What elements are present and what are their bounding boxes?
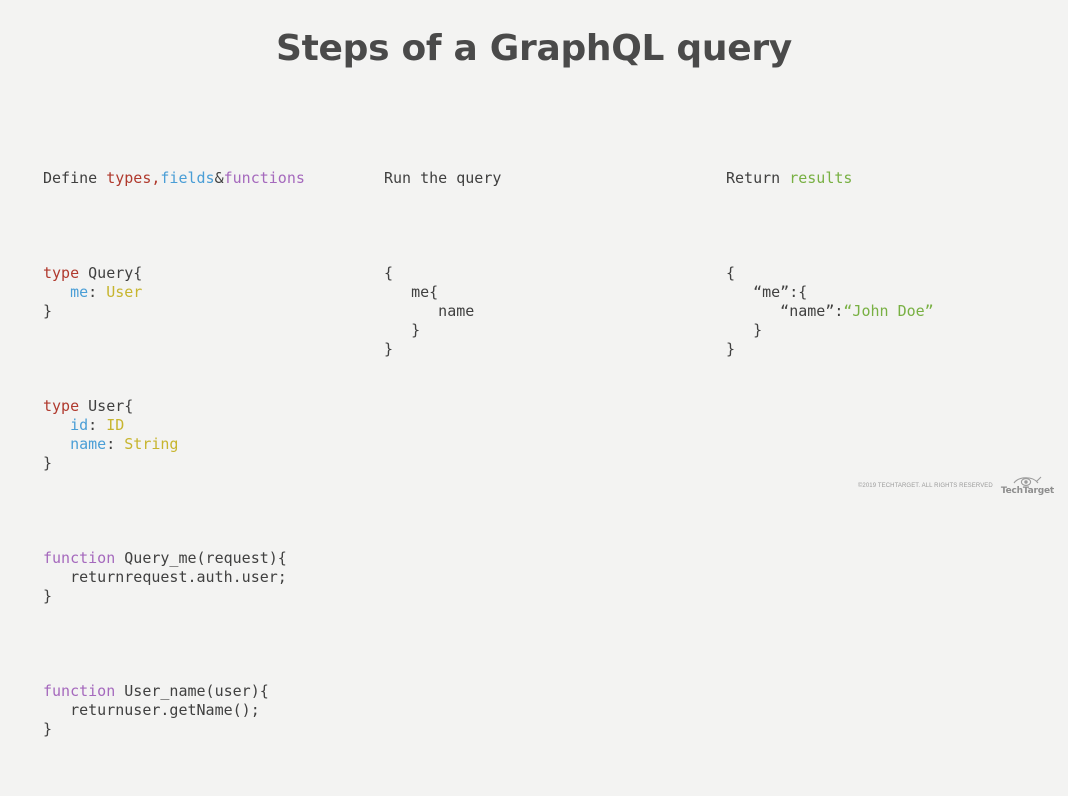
column-return-heading: Return results	[726, 169, 1056, 188]
code-line: }	[384, 340, 714, 359]
token-field-name: name	[70, 435, 107, 453]
token-close-brace: }	[43, 302, 53, 320]
token-type-string: String	[124, 435, 179, 453]
code-line: function User_name(user){	[43, 682, 373, 701]
code-line: type User{	[43, 397, 373, 416]
token-keyword-function: function	[43, 682, 116, 700]
page-title: Steps of a GraphQL query	[276, 28, 792, 69]
token-selection-me: me{	[384, 283, 439, 301]
footer: ©2019 TECHTARGET. ALL RIGHTS RESERVED Te…	[858, 475, 1054, 496]
brand-wordmark: TechTarget	[1000, 486, 1054, 496]
code-line: }	[43, 587, 373, 606]
techtarget-logo: TechTarget	[1001, 475, 1054, 496]
heading-comma: ,	[151, 169, 161, 187]
slide-canvas: Steps of a GraphQL query Define types,fi…	[43, 28, 1056, 738]
token-fn-body: returnuser.getName();	[43, 701, 260, 719]
token-close-brace-inner: }	[726, 321, 763, 339]
heading-results-word: results	[789, 169, 853, 187]
column-run-query: Run the query { me{ name }}	[384, 112, 714, 416]
code-line: }	[43, 454, 373, 473]
column-define-heading: Define types,fields&functions	[43, 169, 373, 188]
code-block-type-query: type Query{ me: User}	[43, 264, 373, 321]
code-line: id: ID	[43, 416, 373, 435]
token-close-brace: }	[43, 454, 53, 472]
column-return-results: Return results { “me”:{ “name”:“John Doe…	[726, 112, 1056, 416]
column-run-heading: Run the query	[384, 169, 714, 188]
token-close-brace-outer: }	[384, 340, 394, 358]
token-indent	[43, 283, 70, 301]
token-fn-body: returnrequest.auth.user;	[43, 568, 287, 586]
token-close-brace: }	[43, 587, 53, 605]
code-line: }	[726, 321, 1056, 340]
code-block-function-query-me: function Query_me(request){ returnreques…	[43, 549, 373, 606]
token-field-id: id	[70, 416, 89, 434]
heading-ampersand: &	[214, 169, 224, 187]
token-user-decl: User{	[79, 397, 134, 415]
token-close-brace: }	[43, 720, 53, 738]
code-line: }	[43, 302, 373, 321]
heading-functions-word: functions	[223, 169, 305, 187]
token-colon: :	[106, 435, 125, 453]
heading-define-word: Define	[43, 169, 107, 187]
token-open-brace: {	[726, 264, 736, 282]
code-line: {	[726, 264, 1056, 283]
code-line: }	[726, 340, 1056, 359]
code-block-query-document: { me{ name }}	[384, 264, 714, 359]
token-indent	[43, 416, 70, 434]
heading-run-text: Run the query	[384, 169, 502, 187]
token-keyword-type: type	[43, 397, 80, 415]
code-line: function Query_me(request){	[43, 549, 373, 568]
heading-types-word: types	[106, 169, 152, 187]
code-line: me{	[384, 283, 714, 302]
code-line: {	[384, 264, 714, 283]
code-line: }	[43, 720, 373, 739]
token-close-brace-inner: }	[384, 321, 421, 339]
token-json-value-john-doe: “John Doe”	[843, 302, 934, 320]
code-line: “me”:{	[726, 283, 1056, 302]
token-open-brace: {	[384, 264, 394, 282]
code-line: “name”:“John Doe”	[726, 302, 1056, 321]
token-fn-signature: User_name(user){	[115, 682, 269, 700]
column-define-schema: Define types,fields&functions type Query…	[43, 112, 373, 796]
code-line: }	[384, 321, 714, 340]
code-block-json-response: { “me”:{ “name”:“John Doe” }}	[726, 264, 1056, 359]
code-line: returnuser.getName();	[43, 701, 373, 720]
code-block-function-user-name: function User_name(user){ returnuser.get…	[43, 682, 373, 739]
heading-return-word: Return	[726, 169, 790, 187]
token-type-user: User	[106, 283, 143, 301]
token-keyword-type: type	[43, 264, 80, 282]
code-line: returnrequest.auth.user;	[43, 568, 373, 587]
token-indent	[43, 435, 70, 453]
token-field-me: me	[70, 283, 89, 301]
token-colon: :	[88, 283, 107, 301]
token-query-decl: Query{	[79, 264, 143, 282]
token-keyword-function: function	[43, 549, 116, 567]
token-type-id: ID	[106, 416, 125, 434]
token-selection-name: name	[384, 302, 475, 320]
token-json-key-me: “me”:{	[726, 283, 808, 301]
heading-fields-word: fields	[160, 169, 215, 187]
token-json-key-name: “name”:	[726, 302, 844, 320]
token-close-brace-outer: }	[726, 340, 736, 358]
token-colon: :	[88, 416, 107, 434]
code-line: type Query{	[43, 264, 373, 283]
copyright-notice: ©2019 TECHTARGET. ALL RIGHTS RESERVED	[857, 482, 993, 489]
code-line: name	[384, 302, 714, 321]
code-line: name: String	[43, 435, 373, 454]
code-line: me: User	[43, 283, 373, 302]
eye-icon	[1013, 476, 1042, 486]
token-fn-signature: Query_me(request){	[115, 549, 287, 567]
code-block-type-user: type User{ id: ID name: String}	[43, 397, 373, 473]
